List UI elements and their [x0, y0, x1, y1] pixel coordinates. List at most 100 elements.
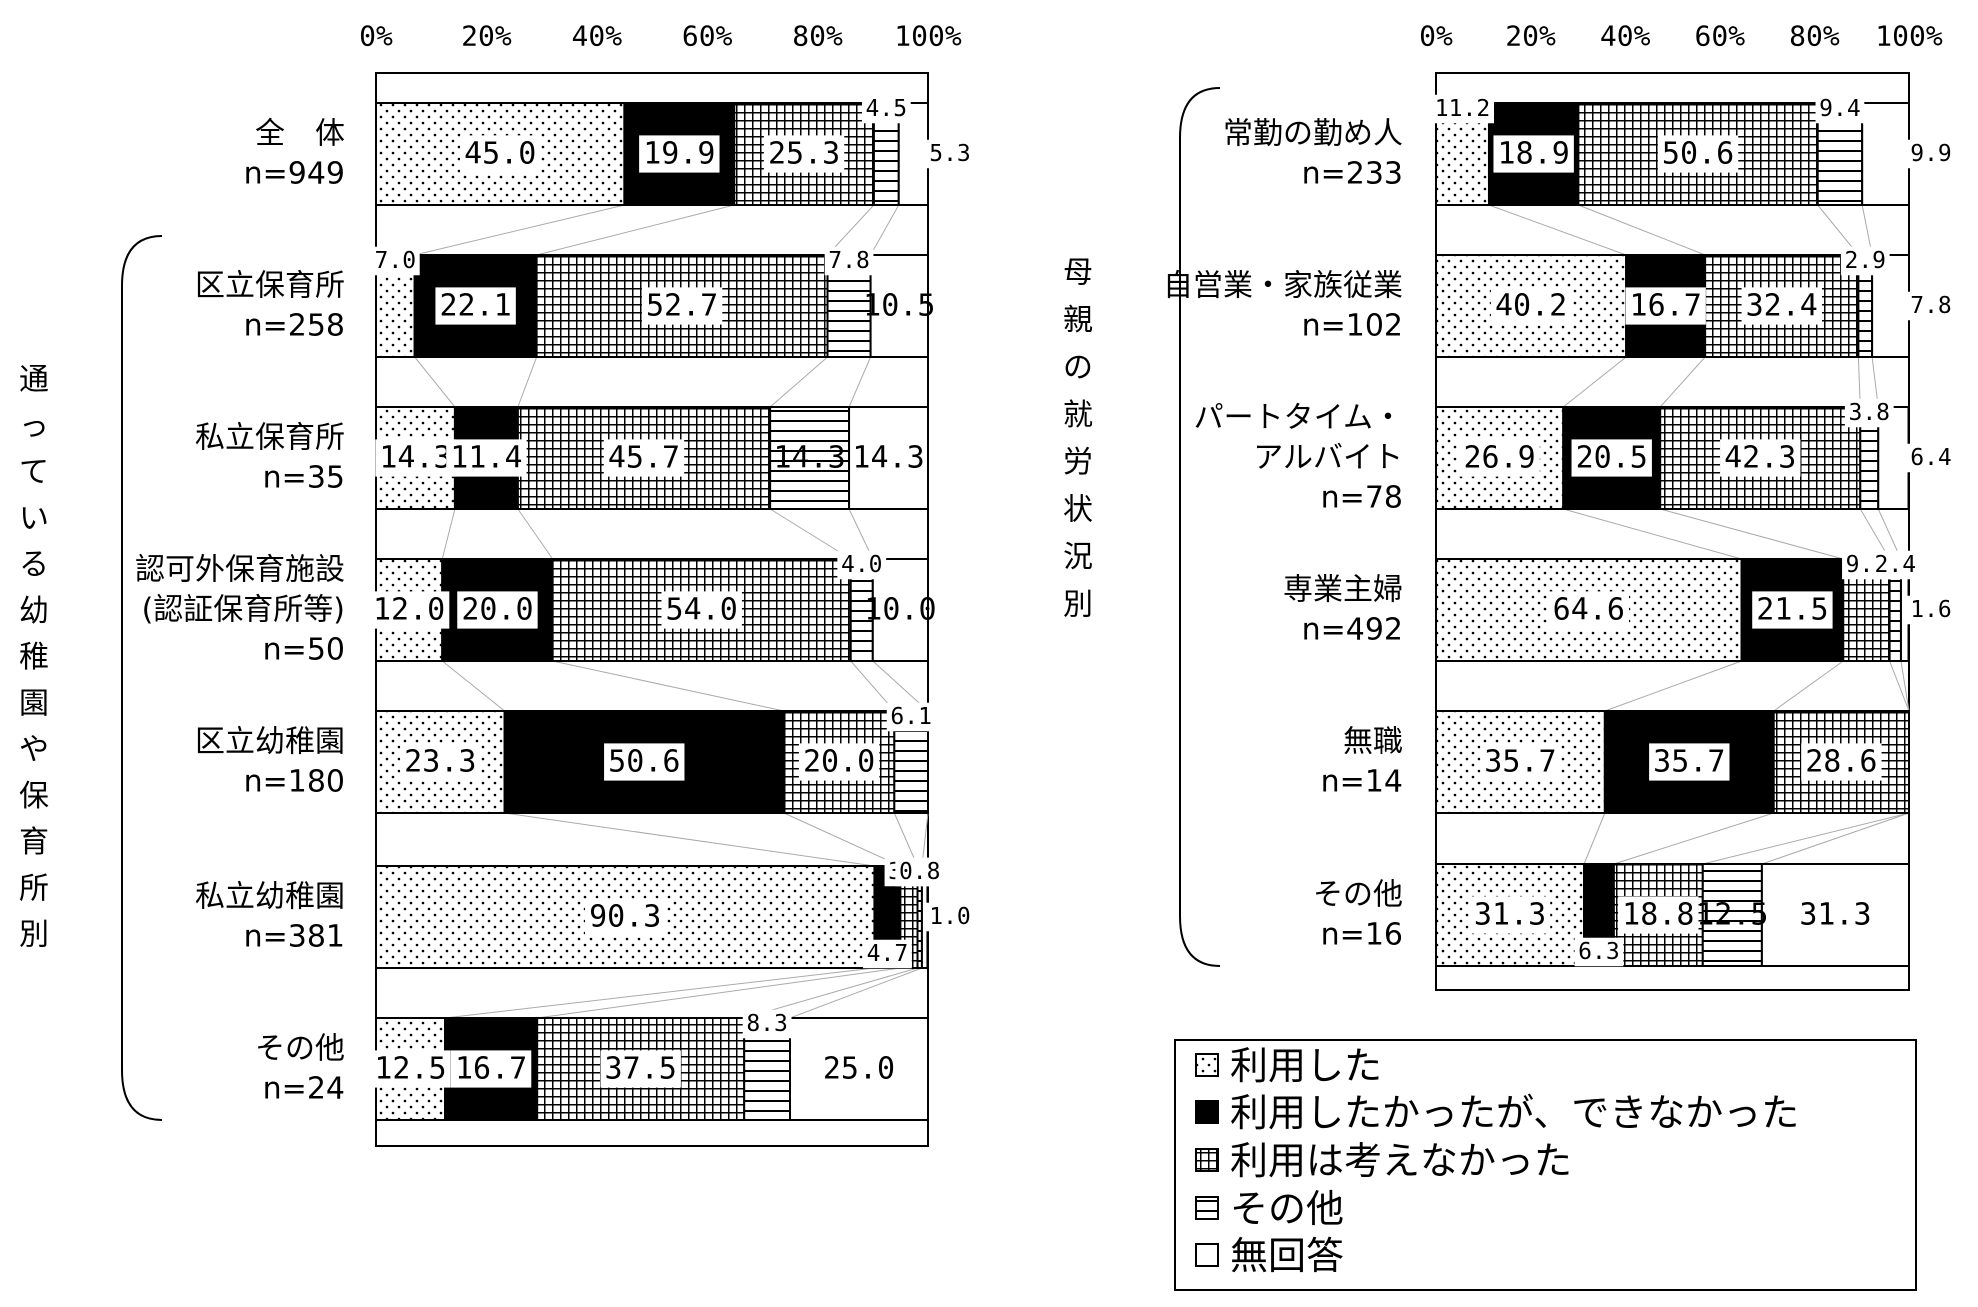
- group-label-char: 保: [19, 779, 49, 814]
- category-sample-size: n=492: [1302, 613, 1403, 648]
- group-label-char: い: [19, 501, 49, 536]
- value-label-other-bg: [886, 702, 936, 732]
- plot-frame: [1435, 72, 1910, 991]
- x-tick-label: 100%: [894, 20, 962, 53]
- category-label: 無職: [1343, 725, 1403, 760]
- value-label-wanted: 18.9: [1498, 137, 1570, 172]
- connector-line: [744, 967, 918, 1019]
- connector-line: [870, 204, 900, 256]
- value-label-used: 23.3: [404, 745, 476, 780]
- group-label-char: っ: [19, 409, 49, 444]
- connector-line: [1660, 508, 1844, 560]
- value-label-noanswer: 7.8: [1910, 293, 1952, 319]
- value-label-notconsidered-bg: [1618, 896, 1699, 934]
- connector-line: [441, 508, 456, 560]
- bar-segment-used: [1435, 558, 1743, 662]
- value-label-noanswer-bg: [1906, 443, 1956, 473]
- category-label: その他: [1313, 878, 1403, 913]
- group-label-char: 別: [19, 918, 49, 953]
- x-tick-label: 0%: [359, 20, 393, 53]
- value-label-wanted-bg: [1571, 439, 1652, 477]
- category-sample-size: n=16: [1321, 918, 1403, 953]
- value-label-noanswer: 14.3: [852, 441, 924, 476]
- value-label-used: 45.0: [464, 137, 536, 172]
- group-label-char: 育: [19, 825, 49, 860]
- value-label-notconsidered-bg: [641, 287, 723, 325]
- value-label-other: 9.4: [1819, 96, 1861, 122]
- value-label-other-bg: [895, 857, 945, 887]
- connector-line: [1861, 204, 1873, 256]
- value-label-other-bg: [1815, 94, 1865, 124]
- legend-swatch-wanted: [1195, 1100, 1219, 1124]
- value-label-wanted-bg: [1649, 743, 1730, 781]
- connector-line: [921, 812, 929, 867]
- value-label-noanswer-bg: [925, 139, 975, 169]
- value-label-other: 2.4: [1875, 552, 1917, 578]
- x-tick-label: 20%: [1505, 20, 1556, 53]
- value-label-notconsidered-bg: [661, 591, 742, 629]
- value-label-noanswer: 6.4: [1910, 445, 1952, 471]
- value-label-wanted: 20.0: [461, 593, 533, 628]
- value-label-notconsidered: 28.6: [1805, 745, 1877, 780]
- value-label-used: 12.5: [374, 1052, 446, 1087]
- connector-line: [1889, 660, 1910, 712]
- value-label-wanted-bg: [446, 439, 527, 477]
- category-label: 区立保育所: [195, 269, 345, 304]
- value-label-used-bg: [375, 439, 456, 477]
- x-tick-label: 40%: [572, 20, 623, 53]
- value-label-noanswer-bg: [925, 902, 975, 932]
- value-label-used-bg: [585, 898, 666, 936]
- value-label-used-bg: [400, 743, 481, 781]
- value-label-wanted: 4.7: [867, 941, 909, 967]
- connector-line: [536, 204, 735, 256]
- value-label-noanswer: 25.0: [823, 1052, 895, 1087]
- group-label-char: 所: [19, 871, 49, 906]
- legend-swatch-other: [1195, 1196, 1219, 1220]
- value-label-notconsidered: 37.5: [605, 1052, 677, 1087]
- value-label-other: 4.5: [866, 96, 908, 122]
- group-label-char: 況: [1063, 540, 1093, 575]
- value-label-noanswer-bg: [1906, 291, 1956, 321]
- value-label-wanted: 16.7: [1630, 289, 1702, 324]
- value-label-noanswer: 1.6: [1910, 597, 1952, 623]
- value-label-wanted-bg: [639, 135, 720, 173]
- connector-line: [1583, 812, 1606, 865]
- value-label-notconsidered: 18.8: [1622, 898, 1694, 933]
- value-label-wanted: 19.9: [643, 137, 715, 172]
- connector-line: [1761, 812, 1910, 865]
- connector-line: [1877, 508, 1902, 560]
- group-brace: [1179, 87, 1221, 967]
- connector-line: [1857, 356, 1861, 408]
- value-label-used: 35.7: [1484, 745, 1556, 780]
- value-label-used-bg: [1459, 439, 1540, 477]
- category-sample-size: n=50: [263, 633, 345, 668]
- value-label-other-bg: [1844, 398, 1894, 428]
- value-label-other-bg: [861, 94, 911, 124]
- category-label: 私立保育所: [195, 421, 345, 456]
- value-label-other-bg: [1870, 550, 1920, 580]
- category-sample-size: n=14: [1321, 765, 1403, 800]
- value-label-wanted: 20.5: [1576, 441, 1648, 476]
- value-label-other: 2.9: [1844, 248, 1886, 274]
- bar-row: [1435, 863, 1910, 967]
- connector-line: [1578, 204, 1706, 256]
- connector-line: [517, 508, 554, 560]
- connector-line: [1562, 356, 1627, 408]
- value-label-wanted-bg: [435, 287, 516, 325]
- group-label-char: る: [19, 548, 49, 583]
- legend-item-other: その他: [1195, 1187, 1344, 1231]
- value-label-used-bg: [1469, 896, 1551, 934]
- connector-line: [552, 660, 785, 712]
- category-label: その他: [255, 1032, 345, 1067]
- legend-item-wanted: 利用したかったが、できなかった: [1195, 1091, 1799, 1135]
- bar-segment-other: [769, 406, 851, 510]
- value-label-wanted-bg: [604, 743, 685, 781]
- legend-label-notconsidered: 利用は考えなかった: [1230, 1139, 1572, 1183]
- group-label-char: 別: [1063, 588, 1093, 623]
